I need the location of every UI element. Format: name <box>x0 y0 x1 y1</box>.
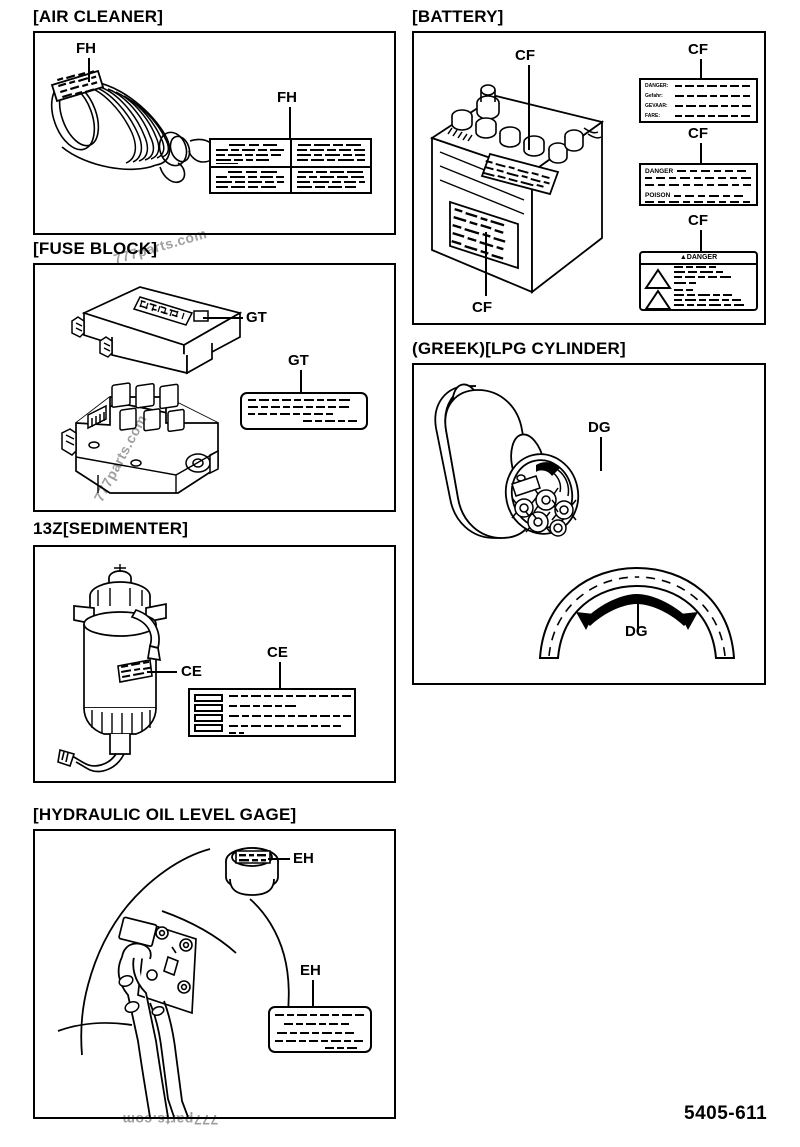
air-cleaner-illustration <box>50 69 217 183</box>
plate-boxlet <box>194 704 223 712</box>
plate-boxlet <box>194 724 223 732</box>
curved-arrow-decal-illustration <box>538 566 736 659</box>
section-title-sedimenter: 13Z[SEDIMENTER] <box>33 519 189 538</box>
callout-ce-component: CE <box>181 663 202 680</box>
callout-ce-plate: CE <box>267 644 288 661</box>
hydraulic-oil-level-gage-illustration <box>57 847 290 1118</box>
plate-row-label: DANGER <box>645 168 674 175</box>
callout-gt-component: GT <box>246 309 267 326</box>
callout-dg-component: DG <box>588 419 611 436</box>
label-plate-gt <box>240 392 368 430</box>
section-title-hydraulic-oil-level-gage: [HYDRAULIC OIL LEVEL GAGE] <box>33 805 297 824</box>
fuse-block-cover-illustration <box>71 286 243 375</box>
leader-line-eh-component <box>268 858 290 860</box>
leader-line-gt-plate <box>300 370 302 392</box>
plate-boxlet <box>194 694 223 702</box>
section-title-battery: [BATTERY] <box>412 7 504 26</box>
callout-cf-battery-front: CF <box>472 299 492 316</box>
callout-cf-plate-1: CF <box>688 41 708 58</box>
warning-triangle-icon <box>644 289 672 309</box>
danger-header-text: DANGER <box>686 254 718 261</box>
leader-line-cf-plate-2 <box>700 143 702 163</box>
plate-row-label: GEVAAR: <box>645 103 668 109</box>
callout-fh-component: FH <box>76 40 96 57</box>
lpg-cylinder-illustration <box>434 383 580 539</box>
page-code: 5405-611 <box>684 1103 768 1124</box>
callout-cf-battery-top: CF <box>515 47 535 64</box>
plate-row-label: POISON <box>645 192 671 199</box>
plate-text-block <box>274 1012 370 1051</box>
label-plate-eh <box>268 1006 372 1053</box>
plate-text-block <box>643 167 756 204</box>
plate-row-label: DANGER: <box>645 83 669 89</box>
warning-triangle-icon <box>644 268 672 289</box>
plate-text-block <box>215 143 287 164</box>
callout-cf-plate-2: CF <box>688 125 708 142</box>
plate-row-label: Gefahr: <box>645 93 663 99</box>
callout-gt-plate: GT <box>288 352 309 369</box>
leader-line-cf-battery-top <box>528 65 530 150</box>
section-title-air-cleaner: [AIR CLEANER] <box>33 7 164 26</box>
plate-text-block <box>673 265 756 309</box>
plate-text-block <box>674 82 756 121</box>
battery-illustration <box>429 84 605 294</box>
leader-line-dg-decal <box>637 604 639 632</box>
danger-header-bar: ▲DANGER <box>641 253 756 265</box>
leader-line-cf-battery-front <box>485 232 487 296</box>
leader-line-ce-plate <box>279 662 281 688</box>
label-plate-ce <box>188 688 356 737</box>
plate-text-block <box>228 693 353 735</box>
leader-line-fh-component <box>88 58 90 82</box>
label-plate-cf-multilingual: DANGER: Gefahr: GEVAAR: FARE: <box>639 78 758 123</box>
callout-fh-plate: FH <box>277 89 297 106</box>
callout-dg-decal: DG <box>625 623 648 640</box>
plate-divider-horizontal <box>211 166 370 168</box>
plate-boxlet <box>194 714 223 722</box>
leader-line-gt-component <box>203 317 243 319</box>
callout-eh-component: EH <box>293 850 314 867</box>
section-title-lpg-cylinder: (GREEK)[LPG CYLINDER] <box>412 339 626 358</box>
label-plate-cf-danger-poison: DANGER POISON <box>639 163 758 206</box>
leader-line-ce-component <box>147 671 177 673</box>
leader-line-cf-plate-1 <box>700 59 702 78</box>
panel-hydraulic-oil-level-gage <box>33 829 396 1119</box>
plate-text-block <box>247 398 365 428</box>
callout-eh-plate: EH <box>300 962 321 979</box>
leader-line-cf-plate-3 <box>700 230 702 251</box>
warning-triangle-icon: ▲ <box>679 254 687 261</box>
sedimenter-illustration <box>57 564 167 773</box>
leader-line-fh-plate <box>289 107 291 138</box>
callout-cf-plate-3: CF <box>688 212 708 229</box>
plate-row-label: FARE: <box>645 113 660 119</box>
leader-line-dg-component <box>600 437 602 471</box>
leader-line-eh-plate <box>312 980 314 1006</box>
label-plate-cf-danger-triangles: ▲DANGER <box>639 251 758 311</box>
plate-text-block <box>296 143 370 164</box>
section-title-fuse-block: [FUSE BLOCK] <box>33 239 158 258</box>
label-plate-fh <box>209 138 372 194</box>
plate-text-block <box>215 170 287 192</box>
fuse-block-body-illustration <box>61 382 219 494</box>
plate-text-block <box>296 170 370 192</box>
